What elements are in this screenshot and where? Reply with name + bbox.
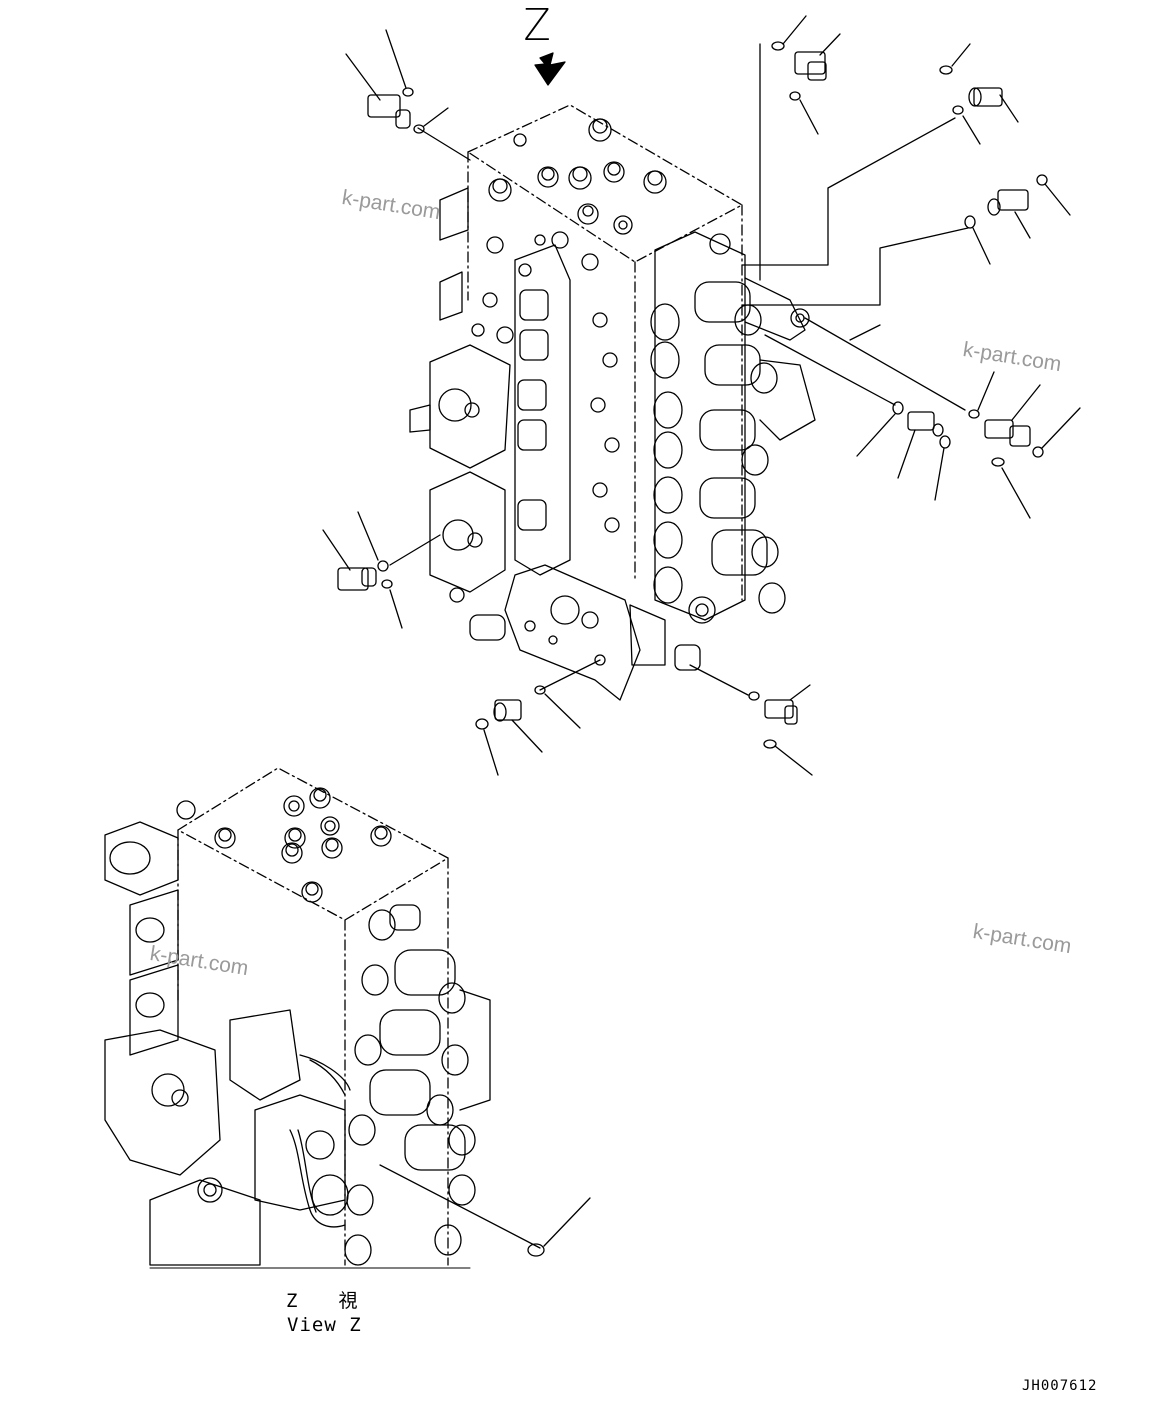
right-solenoid-stack [650, 231, 816, 624]
o-ring-icon [991, 457, 1031, 519]
left-face-ports [471, 231, 620, 533]
o-ring-icon [527, 1243, 545, 1257]
fitting-icon [322, 529, 377, 591]
view-caption-english: View Z [287, 1314, 362, 1336]
fitting-icon [984, 384, 1041, 447]
o-ring-icon [413, 107, 449, 134]
view-z-sensor-block [229, 1009, 351, 1228]
o-ring-icon [357, 511, 389, 572]
fitting-icon [794, 33, 841, 81]
o-ring-icon [475, 718, 499, 776]
o-ring-icon [789, 91, 819, 135]
drawing-code: JH007612 [1022, 1378, 1098, 1394]
connector-lines [389, 43, 969, 696]
o-ring-icon [934, 435, 951, 501]
o-ring-icon [968, 371, 995, 419]
control-valve-upper [389, 43, 969, 701]
view-marker-label: Z [523, 0, 551, 51]
lower-block-assembly [449, 564, 701, 701]
valve-block-top-face [467, 104, 743, 263]
fitting-icon [968, 87, 1019, 123]
fittings-group [322, 15, 1081, 776]
o-ring-icon [939, 43, 971, 75]
view-z-callout [379, 1164, 591, 1249]
control-valve-view-z [104, 767, 591, 1269]
left-solenoid-blocks [409, 187, 511, 593]
view-direction-arrow-icon [534, 52, 566, 86]
fitting-icon [764, 684, 811, 725]
view-z-right-solenoids [344, 904, 491, 1266]
o-ring-icon [534, 685, 581, 729]
fitting-icon [897, 411, 944, 479]
o-ring-icon [964, 215, 991, 265]
o-ring-icon [856, 401, 904, 457]
o-ring-icon [771, 15, 807, 51]
o-ring-icon [1036, 174, 1071, 216]
view-z-left-solenoids [104, 821, 261, 1266]
top-bolts [488, 118, 667, 235]
o-ring-icon [1032, 407, 1081, 458]
fitting-icon [987, 189, 1031, 239]
o-ring-icon [381, 579, 403, 629]
fitting-icon [345, 53, 411, 129]
o-ring-icon [748, 691, 760, 701]
o-ring-icon [763, 739, 813, 776]
o-ring-icon [385, 29, 414, 97]
fitting-icon [493, 699, 543, 753]
o-ring-icon [952, 105, 981, 145]
center-solenoids [514, 244, 571, 576]
view-z-bolts [176, 787, 392, 903]
view-caption-japanese: Z 視 [286, 1290, 359, 1312]
